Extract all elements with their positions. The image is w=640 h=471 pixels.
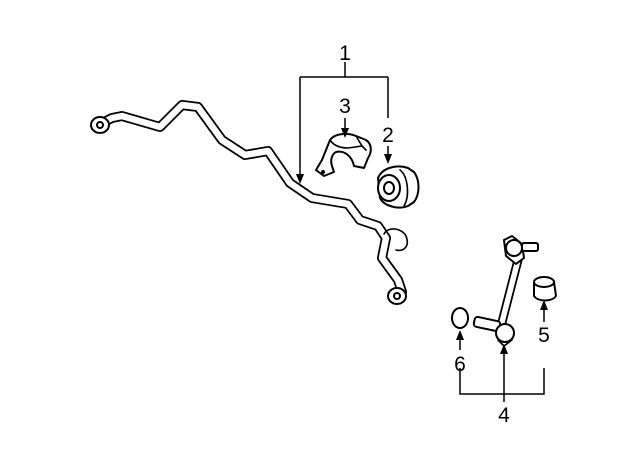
callout-2: 2 (382, 124, 394, 147)
stabilizer-bar (90, 100, 409, 305)
callout-3: 3 (339, 95, 351, 118)
link-bushing (533, 276, 557, 302)
callout-4: 4 (498, 404, 510, 427)
leader-lines (296, 62, 548, 402)
callout-6: 6 (454, 353, 466, 376)
washer (451, 307, 469, 329)
stabilizer-bushing (377, 165, 420, 209)
stabilizer-link (472, 235, 539, 347)
callout-1: 1 (339, 42, 351, 65)
bushing-bracket (315, 132, 372, 177)
callout-5: 5 (538, 324, 550, 347)
